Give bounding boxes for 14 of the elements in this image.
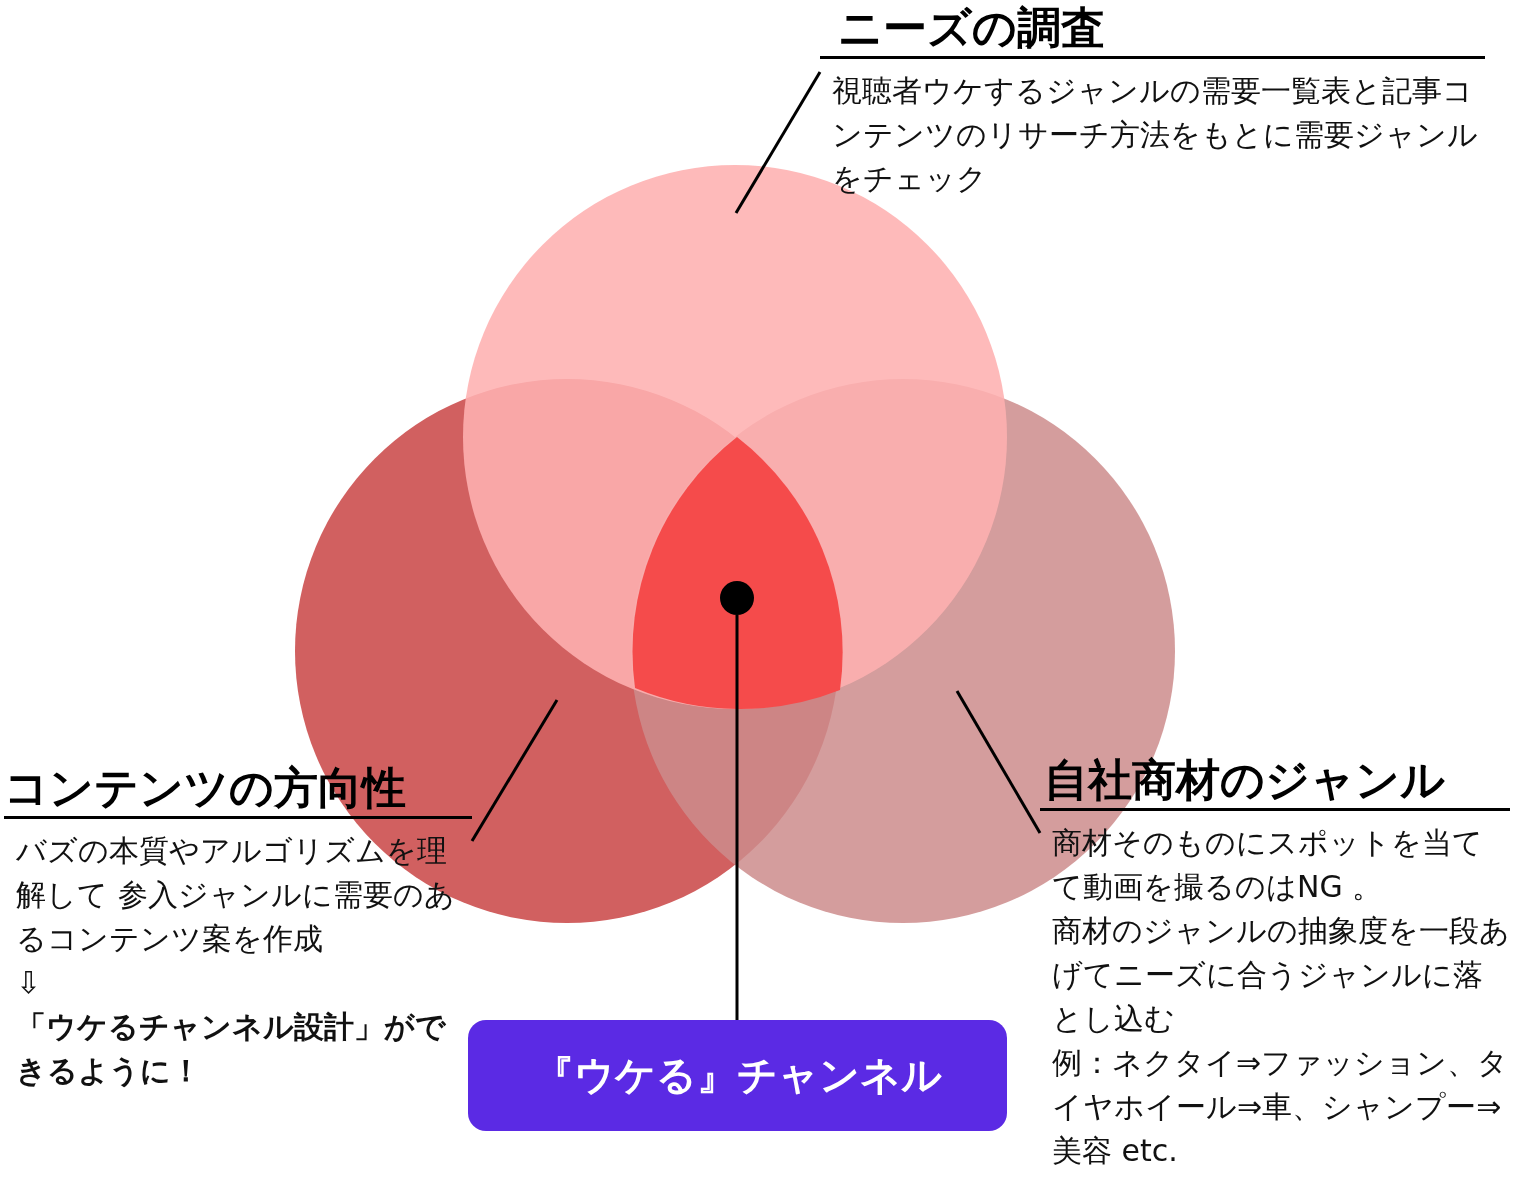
leader-line	[734, 71, 822, 214]
callout-text: 例：ネクタイ⇒ファッション、タイヤホイール⇒車、シャンプー⇒美容 etc.	[1051, 1044, 1510, 1170]
callout-text: 商材そのものにスポットを当てて動画を撮るのはNG 。	[1051, 824, 1484, 906]
center-dot	[720, 581, 754, 615]
callout-heading: ニーズの調査	[820, 0, 1485, 59]
callout-heading: 自社商材のジャンル	[1040, 752, 1510, 811]
callout-text: 商材のジャンルの抽象度を一段あげてニーズに合うジャンルに落とし込む	[1051, 912, 1510, 1038]
callout-text: 視聴者ウケするジャンルの需要一覧表と記事コンテンツのリサーチ方法をもとに需要ジャンルをチェック	[831, 72, 1479, 198]
leader-line	[955, 690, 1042, 834]
callout-text: 「ウケるチャンネル設計」ができるように！	[15, 1008, 447, 1090]
down-arrow-symbol: ⇩	[15, 964, 43, 1002]
channel-banner: 『ウケる』チャンネル	[468, 1020, 1007, 1131]
leader-line	[470, 699, 559, 842]
leader-line	[735, 615, 739, 1020]
